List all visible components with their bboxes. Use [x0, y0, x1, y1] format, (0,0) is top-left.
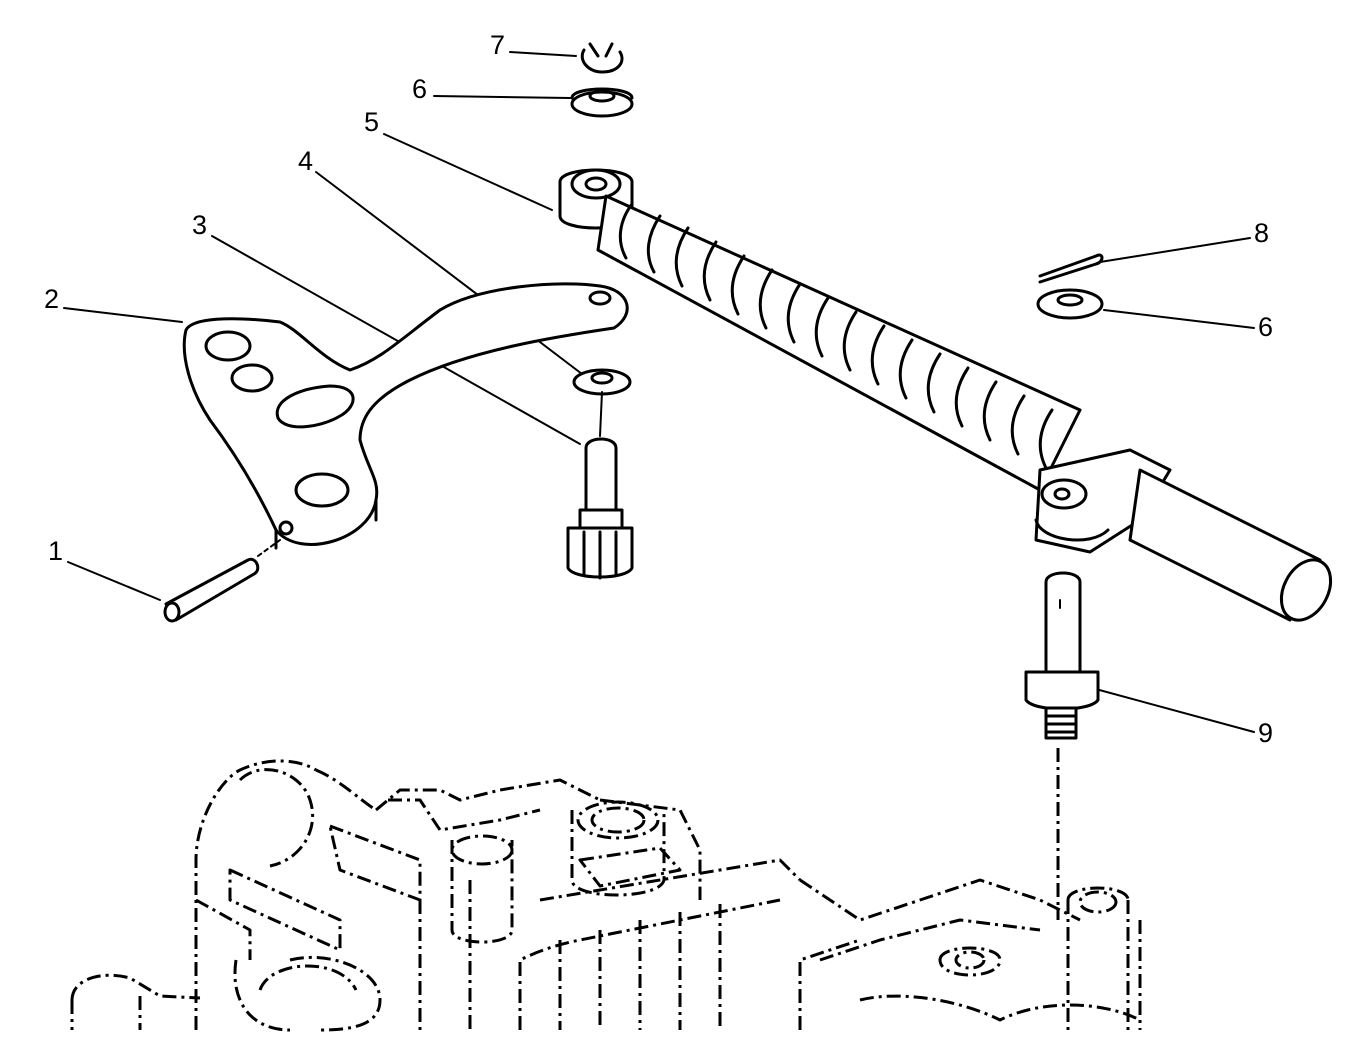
callout-9-number: 9: [1258, 718, 1273, 748]
washer-top-part: [570, 87, 634, 118]
callout-6-right: 6: [1103, 309, 1273, 342]
callout-8: 8: [1099, 218, 1269, 263]
callout-8-number: 8: [1254, 218, 1269, 248]
callout-7-number: 7: [490, 30, 505, 60]
callout-9: 9: [1091, 687, 1273, 748]
e-clip-part: [580, 42, 624, 74]
callout-4-number: 4: [298, 146, 313, 176]
callout-6-right-number: 6: [1258, 312, 1273, 342]
callout-5: 5: [364, 107, 553, 211]
engine-block-outline: [70, 759, 1142, 1032]
washer-right-part: [1036, 288, 1104, 320]
callout-7: 7: [490, 30, 577, 60]
callout-6-top: 6: [412, 74, 571, 104]
callout-3-number: 3: [192, 210, 207, 240]
bracket-part: [182, 282, 629, 550]
callout-3: 3: [192, 210, 581, 445]
callout-2-number: 2: [44, 284, 59, 314]
pin-part: [163, 539, 281, 623]
stud-right-part: [1024, 571, 1100, 920]
bellows-ribs: [618, 202, 1054, 470]
callout-1: 1: [48, 536, 161, 601]
tie-rod-part: [558, 168, 1333, 622]
callout-1-number: 1: [48, 536, 63, 566]
callout-2: 2: [44, 284, 183, 323]
washer-mid-part: [572, 368, 632, 437]
callout-6-top-number: 6: [412, 74, 427, 104]
callout-5-number: 5: [364, 107, 379, 137]
stud-left-part: [566, 437, 634, 580]
cotter-pin-part: [1038, 253, 1104, 284]
